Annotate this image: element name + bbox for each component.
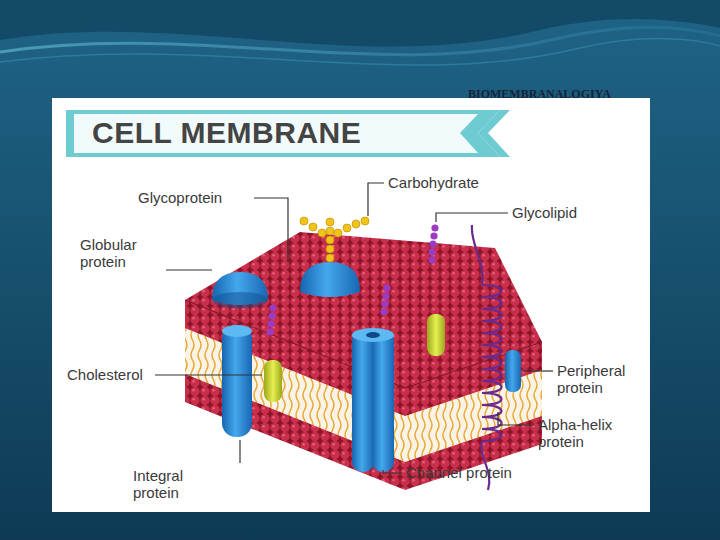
part-label: Glycolipid [512, 204, 577, 221]
glycolipid [266, 224, 438, 335]
alpha-helix-protein [472, 225, 502, 490]
wave-line [0, 39, 720, 66]
integral-protein [222, 325, 252, 437]
top-wave [0, 0, 720, 46]
part-label: Cholesterol [67, 366, 143, 383]
title-banner [66, 110, 510, 157]
wave-line [0, 27, 720, 55]
globular-protein [212, 272, 268, 308]
part-label: Glycoprotein [138, 189, 222, 206]
glycoprotein [300, 262, 360, 297]
slide-heading: BIOMEMBRANALOGIYA [468, 86, 611, 103]
part-label: Integral protein [133, 467, 211, 501]
part-label: Globular protein [80, 236, 164, 270]
cholesterol [264, 314, 445, 402]
leader-lines [155, 183, 553, 473]
carbohydrate-chain [300, 217, 369, 262]
banner-title: CELL MEMBRANE [92, 116, 361, 150]
part-label: Channel protein [406, 464, 512, 481]
channel-protein [352, 328, 394, 472]
part-label: Peripheral protein [557, 362, 643, 396]
lipid-bilayer [185, 232, 542, 490]
image-panel [52, 98, 650, 512]
peripheral-protein [505, 350, 521, 392]
part-label: Carbohydrate [388, 174, 479, 191]
part-label: Alpha-helix protein [538, 416, 630, 450]
